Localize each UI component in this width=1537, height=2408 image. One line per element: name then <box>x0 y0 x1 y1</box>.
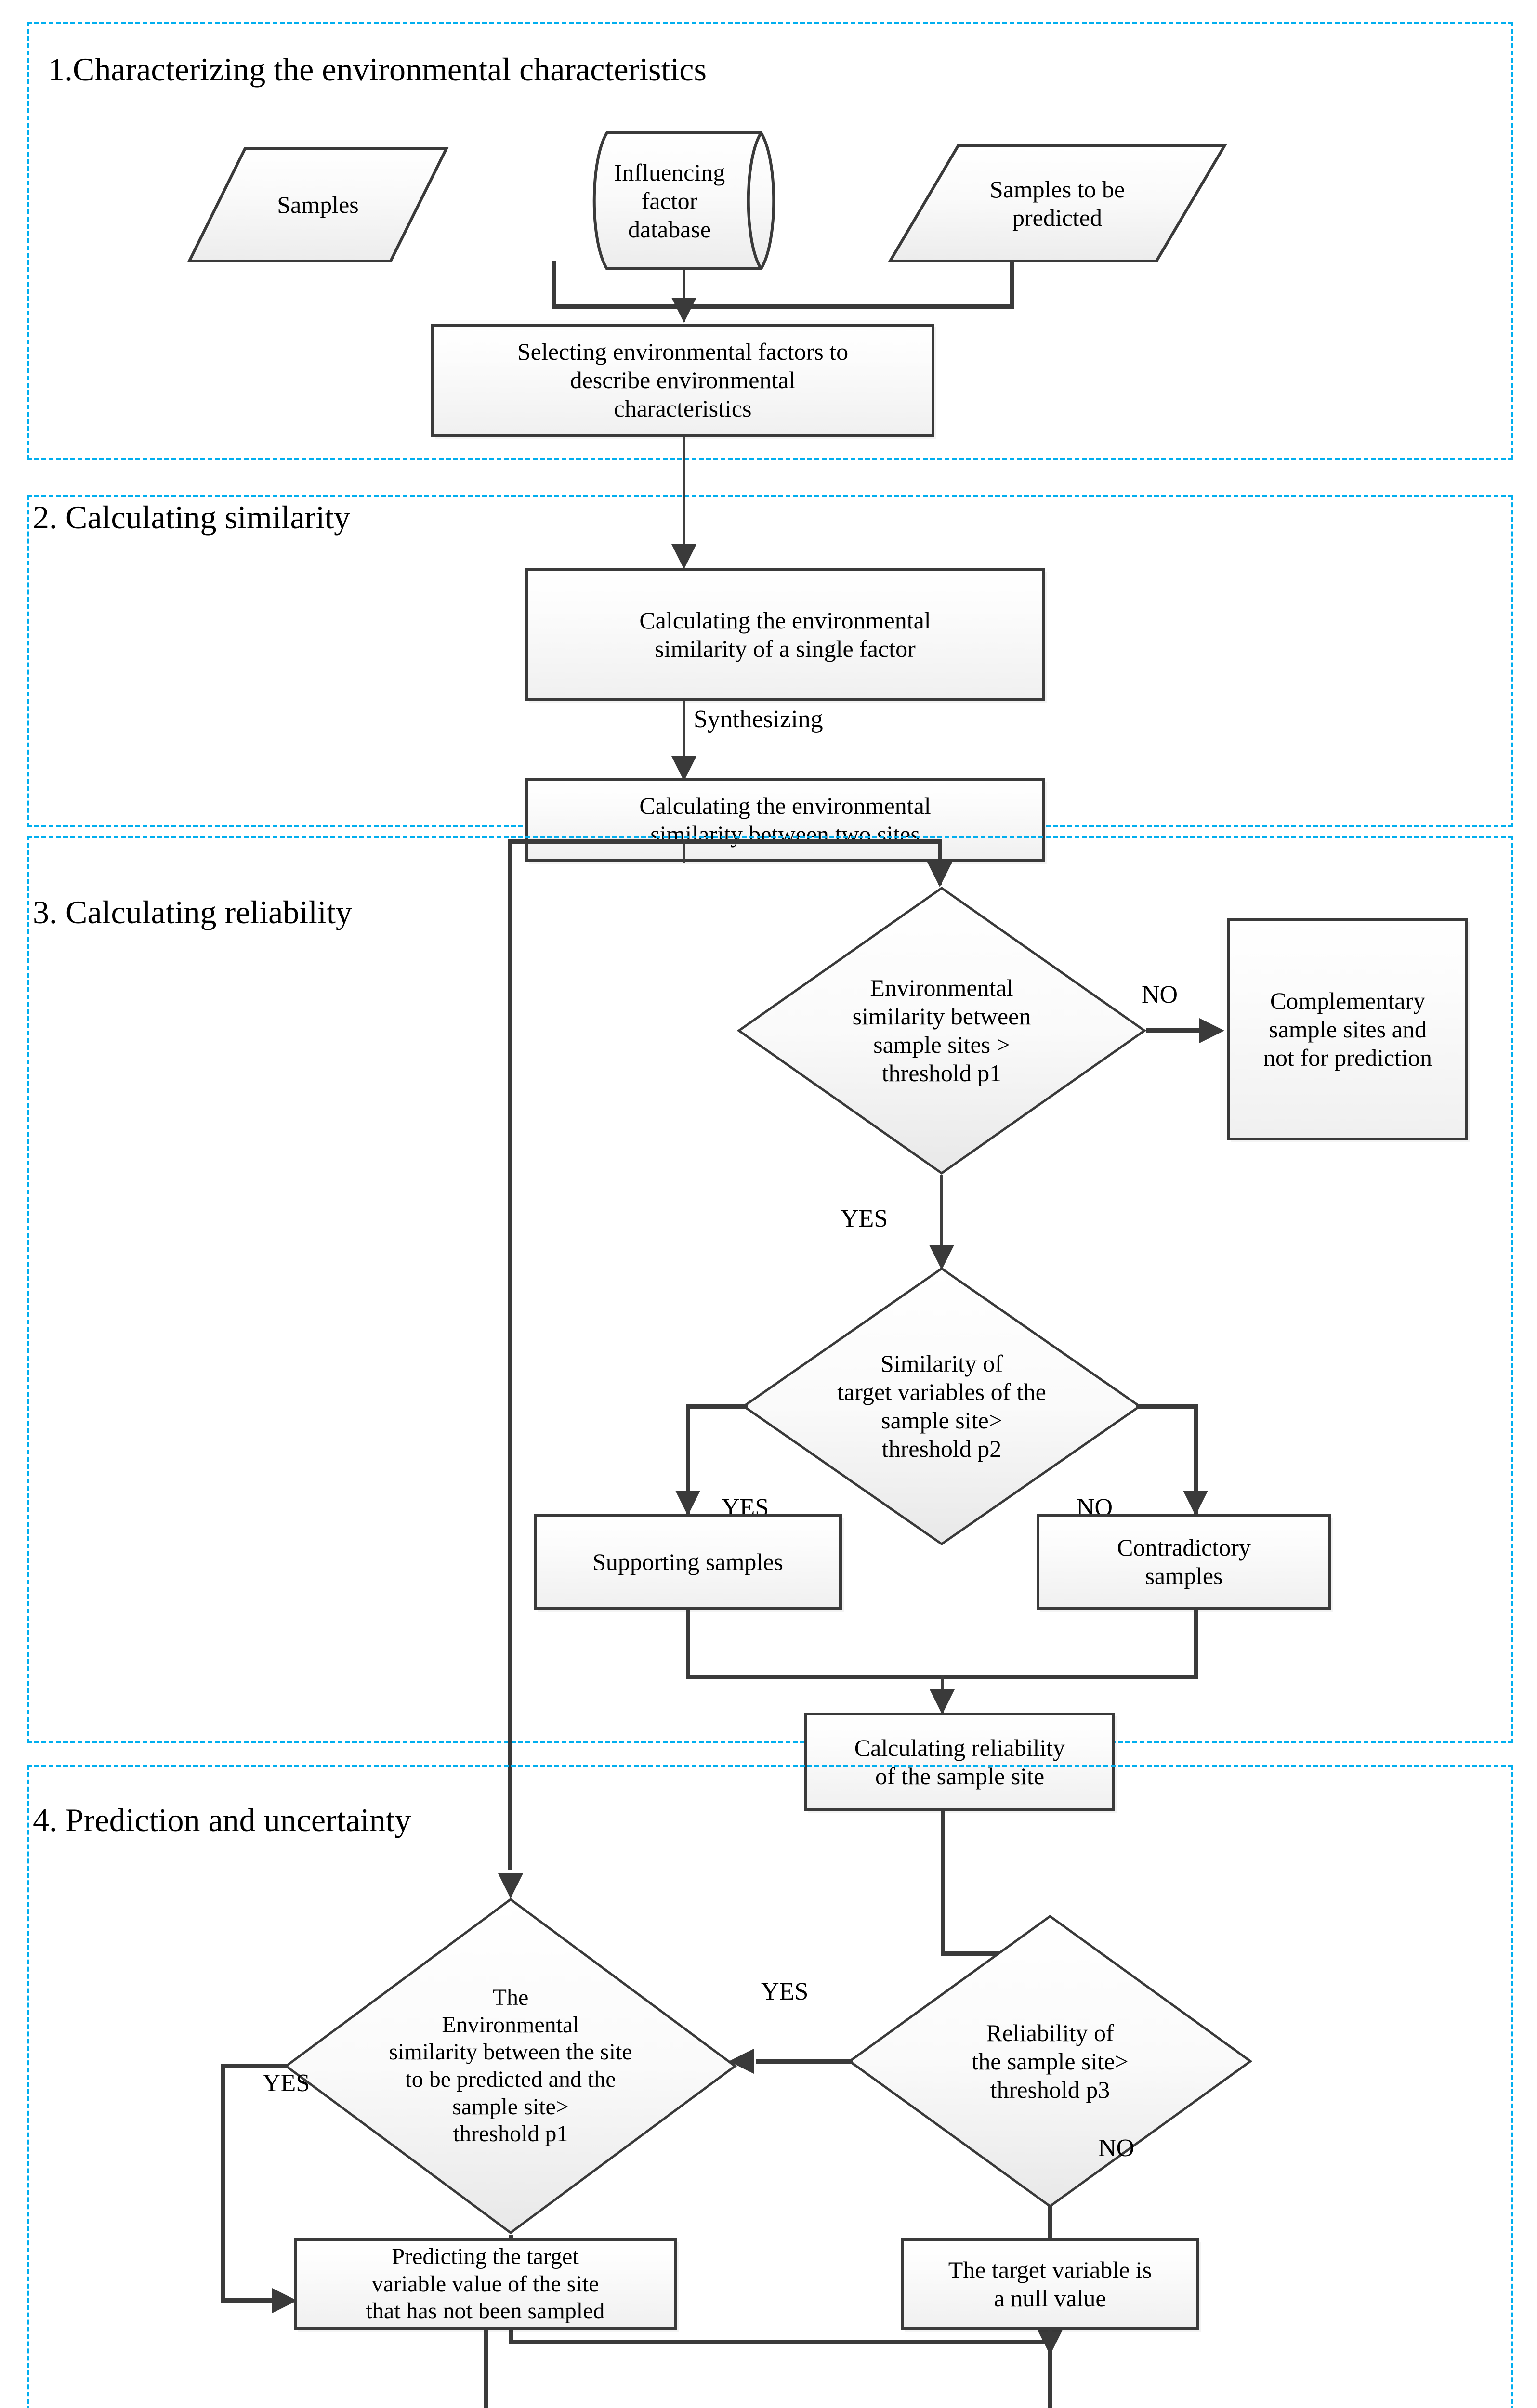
node-supporting-samples[interactable]: Supporting samples <box>534 1514 842 1610</box>
section-4-title: 4. Prediction and uncertainty <box>33 1802 411 1838</box>
node-samples-to-be-predicted-label: Samples to be predicted <box>989 175 1125 231</box>
edge-label-synthesizing: Synthesizing <box>694 706 823 733</box>
node-samples-to-be-predicted[interactable] <box>887 144 1227 262</box>
node-complementary-sample-sites-label: Complementary sample sites and not for p… <box>1263 987 1432 1071</box>
connector-contradictory-down <box>1194 1610 1198 1678</box>
arrow-into-selecting-factors <box>671 298 696 323</box>
section-3-title: 3. Calculating reliability <box>33 894 352 930</box>
arrow-p2-yes <box>675 1491 700 1516</box>
connector-p1-no <box>1146 1028 1214 1033</box>
node-selecting-environmental-factors-label: Selecting environmental factors to descr… <box>517 338 849 422</box>
connector-predicted-down <box>1010 261 1014 308</box>
node-decision-target-variable-p2[interactable] <box>742 1267 1142 1546</box>
node-decision-site-similarity-p1-label: The Environmental similarity between the… <box>389 1985 632 2147</box>
section-2-title: 2. Calculating similarity <box>33 499 351 536</box>
node-samples-label: Samples <box>277 191 359 218</box>
connector-null-down <box>1048 2330 1052 2408</box>
connector-site-p1-no-h <box>509 2340 1052 2344</box>
node-complementary-sample-sites[interactable]: Complementary sample sites and not for p… <box>1227 918 1468 1140</box>
arrow-site-p1-yes <box>272 2288 297 2313</box>
connector-p1-yes <box>940 1175 943 1267</box>
node-supporting-samples-label: Supporting samples <box>592 1548 783 1575</box>
node-samples-outline <box>187 147 449 262</box>
connector-s1-to-s2 <box>683 437 685 567</box>
connector-two-sites-to-bus <box>683 839 685 863</box>
node-contradictory-samples-label: Contradictory samples <box>1117 1534 1251 1589</box>
connector-merge-bus <box>552 304 1014 309</box>
node-calculating-two-sites-similarity[interactable]: Calculating the environmental similarity… <box>525 778 1045 862</box>
connector-supporting-down <box>686 1610 690 1678</box>
arrow-p1-yes <box>929 1245 954 1270</box>
node-target-variable-null-label: The target variable is a null value <box>948 2256 1152 2312</box>
connector-p2-yes-h <box>686 1404 748 1409</box>
edge-label-site-p1-yes: YES <box>263 2069 310 2097</box>
node-calculating-single-factor-similarity[interactable]: Calculating the environmental similarity… <box>525 568 1045 701</box>
edge-label-p1-yes: YES <box>841 1205 888 1232</box>
connector-single-to-two-sites <box>683 701 685 775</box>
node-calculating-two-sites-similarity-label: Calculating the environmental similarity… <box>639 792 931 848</box>
section-1-container <box>27 22 1513 460</box>
connector-left-trunk <box>508 839 512 1870</box>
node-influencing-factor-database[interactable] <box>578 131 790 271</box>
edge-label-p3-no: NO <box>1098 2134 1135 2162</box>
node-predicting-the-target-variable[interactable]: Predicting the target variable value of … <box>294 2238 677 2330</box>
node-contradictory-samples[interactable]: Contradictory samples <box>1037 1514 1331 1610</box>
node-decision-environmental-similarity-p1[interactable] <box>737 886 1146 1175</box>
node-decision-environmental-similarity-p1-label: Environmental similarity between sample … <box>852 974 1031 1086</box>
section-1-title: 1.Characterizing the environmental chara… <box>48 51 707 88</box>
connector-predicting-down <box>484 2330 488 2408</box>
arrow-into-decision-p1 <box>927 862 952 887</box>
node-calculating-single-factor-similarity-label: Calculating the environmental similarity… <box>639 606 931 662</box>
node-target-variable-null[interactable]: The target variable is a null value <box>901 2238 1199 2330</box>
node-selecting-environmental-factors[interactable]: Selecting environmental factors to descr… <box>431 324 934 437</box>
node-decision-site-similarity-p1[interactable] <box>284 1898 737 2235</box>
connector-s3-top-bus <box>508 839 942 844</box>
connector-site-p1-yes-h <box>221 2064 288 2068</box>
edge-label-p3-yes: YES <box>761 1978 809 2005</box>
connector-site-p1-yes-v <box>221 2064 225 2302</box>
arrow-p1-no <box>1199 1018 1224 1043</box>
connector-reliability-down <box>941 1811 945 1956</box>
arrow-into-decision-site-p1 <box>498 1873 523 1898</box>
arrow-into-calculating-reliability <box>930 1689 955 1714</box>
node-influencing-factor-database-label: Influencing factor database <box>614 158 725 243</box>
node-predicting-the-target-variable-label: Predicting the target variable value of … <box>366 2244 605 2324</box>
connector-p3-yes <box>756 2059 853 2064</box>
node-decision-reliability-p3-label: Reliability of the sample site> threshol… <box>972 2019 1129 2103</box>
edge-label-p1-no: NO <box>1142 981 1178 1008</box>
arrow-p2-no <box>1183 1491 1208 1516</box>
section-3-container <box>27 836 1513 1743</box>
arrow-into-two-sites <box>671 756 696 781</box>
connector-bus-to-diamond1 <box>938 839 942 885</box>
arrow-into-calc-single-factor <box>671 544 696 569</box>
connector-p2-yes-v <box>686 1404 690 1515</box>
node-decision-target-variable-p2-label: Similarity of target variables of the sa… <box>837 1350 1046 1462</box>
node-calc-reliability[interactable]: Calculating reliability of the sample si… <box>804 1713 1115 1811</box>
connector-site-p1-yes-h2 <box>221 2298 288 2303</box>
connector-p2-no-h <box>1136 1404 1197 1409</box>
connector-samples-down <box>552 261 556 308</box>
connector-p2-no-v <box>1194 1404 1198 1515</box>
arrow-p3-yes <box>729 2049 754 2074</box>
section-4-container <box>27 1765 1513 2408</box>
connector-db-down <box>683 269 685 322</box>
